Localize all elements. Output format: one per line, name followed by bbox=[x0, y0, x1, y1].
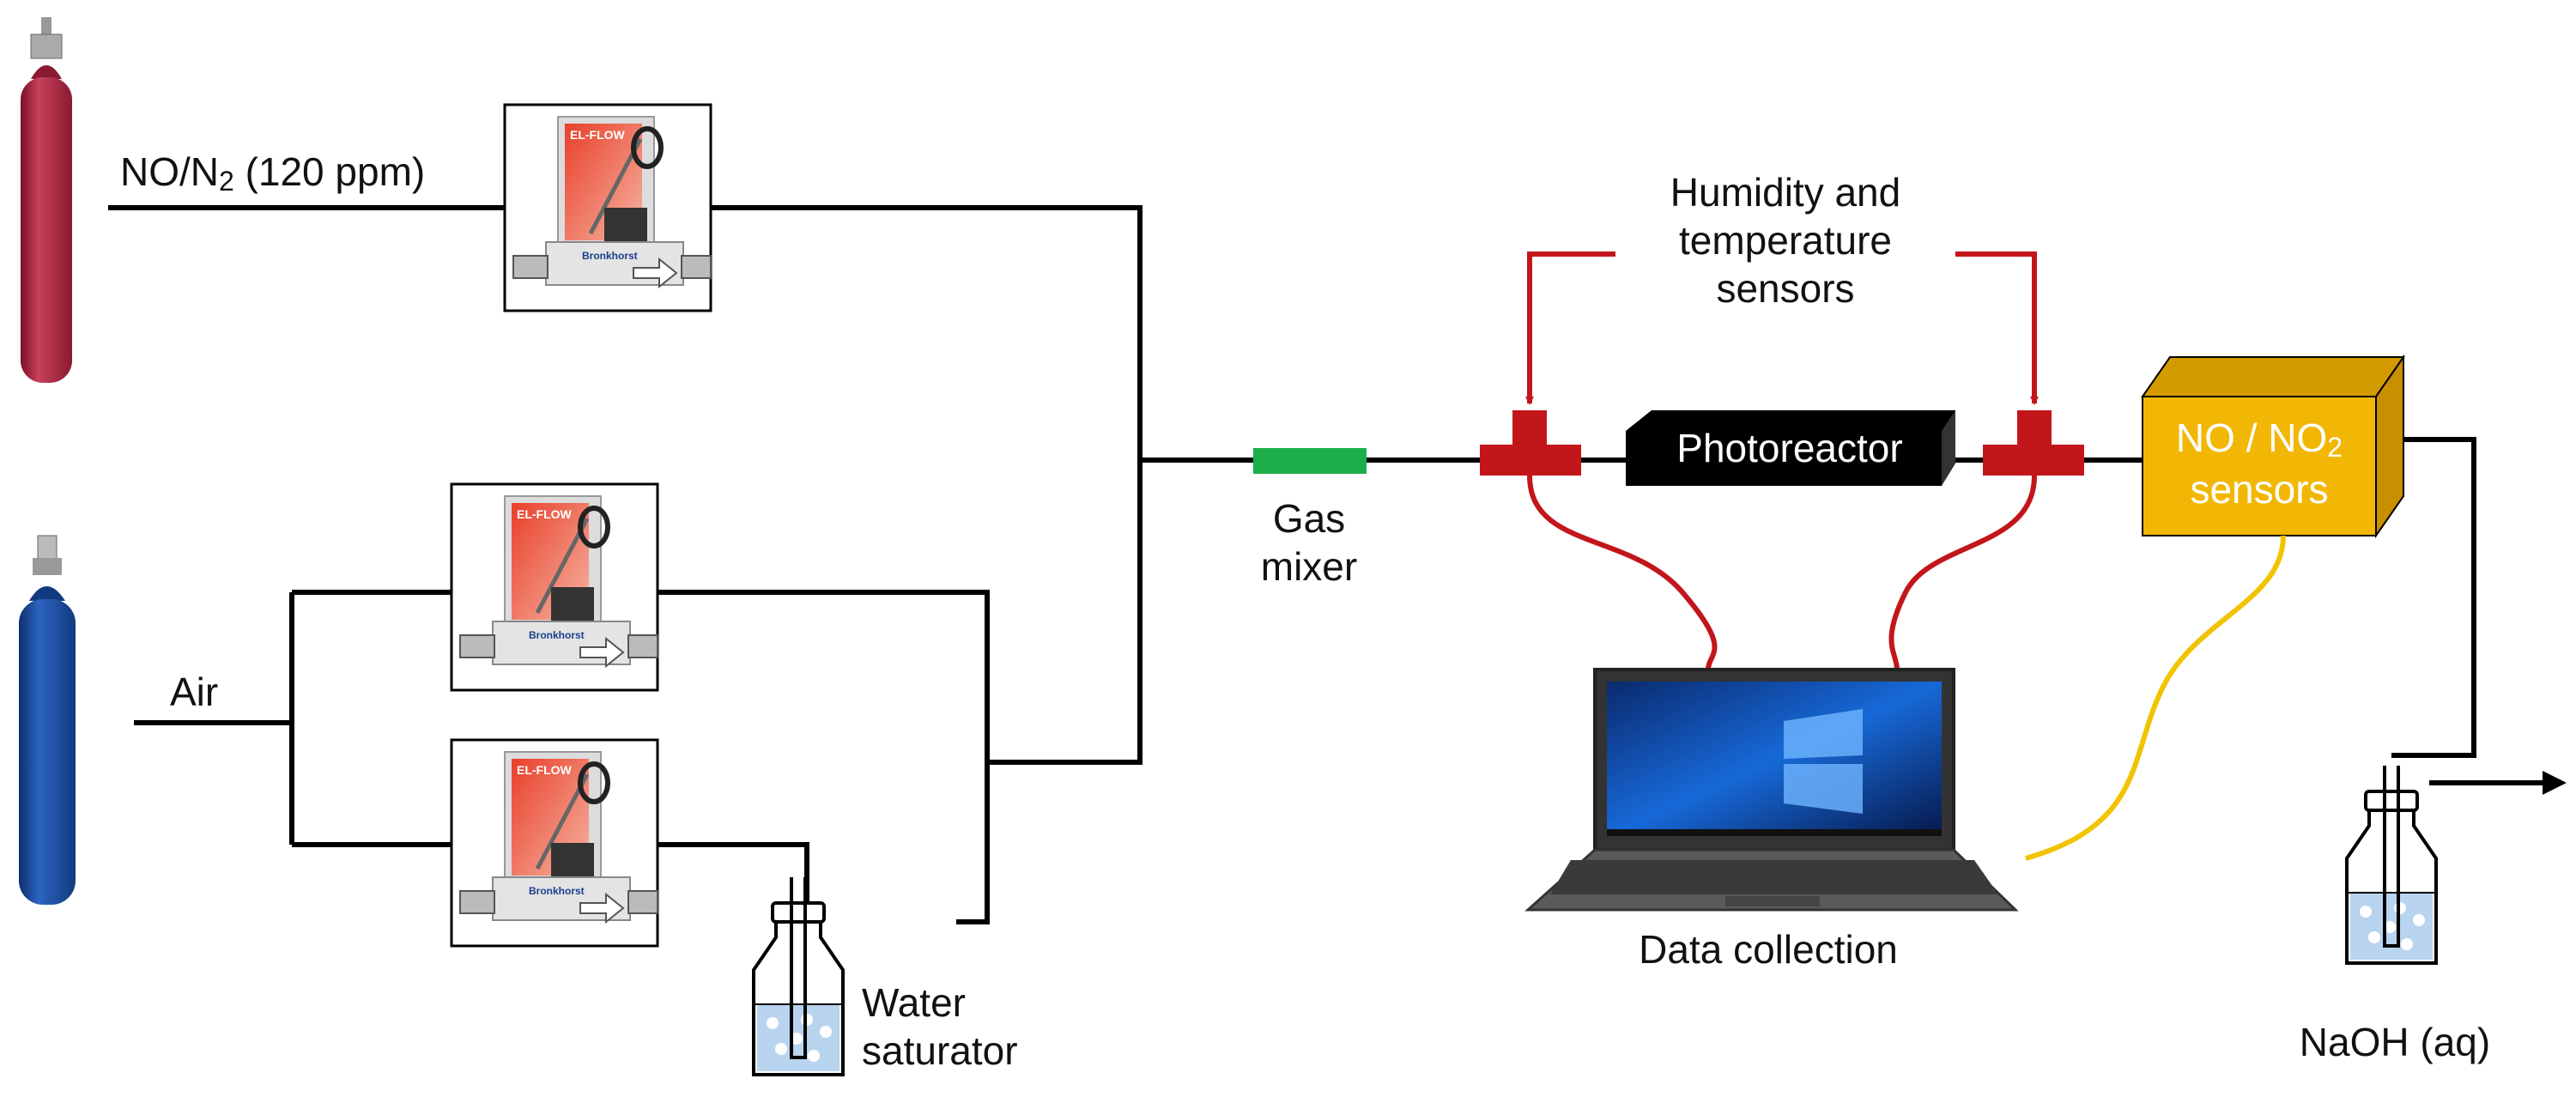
saturator-out bbox=[987, 460, 1143, 765]
no-sensors-line1: NO / NO2 bbox=[2175, 415, 2343, 463]
gas-mixer bbox=[1253, 448, 1367, 474]
red-cables bbox=[1527, 475, 2037, 670]
humidity-line1: Humidity and bbox=[1670, 170, 1901, 215]
label-no-sensors: NO / NO2 sensors bbox=[2143, 412, 2376, 515]
exit-arrow bbox=[2543, 771, 2567, 795]
label-no-gas: NO/N2 (120 ppm) bbox=[120, 149, 426, 197]
label-water-saturator: Water saturator bbox=[862, 979, 1018, 1075]
mfc2-out bbox=[658, 590, 990, 924]
label-data-collection: Data collection bbox=[1639, 927, 1898, 972]
photoreactor bbox=[1626, 410, 1955, 486]
blue-gas-cylinder bbox=[19, 535, 76, 905]
water-saturator-line1: Water bbox=[862, 980, 966, 1025]
sensor-out bbox=[2391, 437, 2476, 758]
humidity-line2: temperature bbox=[1678, 218, 1892, 263]
label-naoh: NaOH (aq) bbox=[2299, 1020, 2491, 1064]
yellow-cable bbox=[2025, 535, 2286, 861]
naoh-bottle bbox=[2345, 764, 2438, 965]
mfc3-out bbox=[658, 842, 809, 910]
label-gas-mixer: Gas mixer bbox=[1236, 494, 1382, 591]
no-gas-line-out bbox=[711, 205, 1143, 460]
no-sensor-box bbox=[2141, 354, 2405, 539]
mfc-no-gas bbox=[505, 105, 711, 311]
red-gas-cylinder bbox=[21, 17, 72, 383]
humidity-line3: sensors bbox=[1716, 266, 1855, 311]
gas-mixer-line1: Gas bbox=[1272, 496, 1346, 541]
tee-right bbox=[1983, 410, 2084, 476]
humidity-arrows bbox=[1525, 251, 2039, 405]
tee-left bbox=[1480, 410, 1581, 476]
mfc-air-humid bbox=[452, 740, 658, 946]
no-sensors-line2: sensors bbox=[2190, 467, 2329, 512]
mfc-air-dry bbox=[452, 484, 658, 690]
water-saturator-line2: saturator bbox=[862, 1028, 1018, 1073]
label-humidity-sensors: Humidity and temperature sensors bbox=[1614, 168, 1957, 312]
gas-mixer-line2: mixer bbox=[1260, 544, 1358, 589]
water-saturator-bottle bbox=[752, 876, 845, 1076]
gas-lines bbox=[108, 205, 2543, 924]
label-air: Air bbox=[170, 670, 219, 714]
label-photoreactor: Photoreactor bbox=[1676, 426, 1903, 470]
laptop bbox=[1524, 668, 2019, 912]
